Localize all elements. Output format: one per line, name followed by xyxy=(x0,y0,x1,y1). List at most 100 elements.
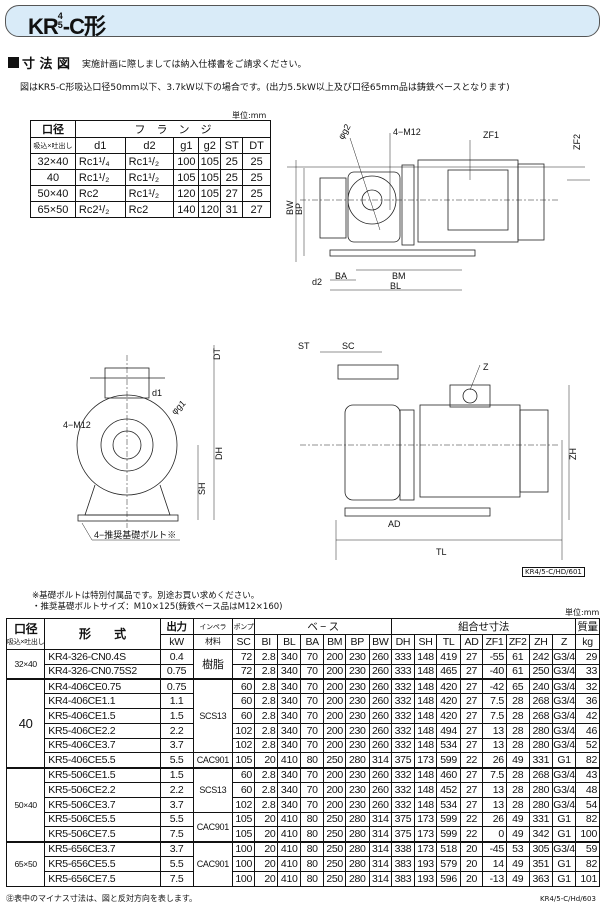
dim-cell: 410 xyxy=(277,826,302,843)
dim-cell: 2.8 xyxy=(253,737,279,754)
dim-cell: 28 xyxy=(505,722,530,739)
dim-cell: 200 xyxy=(323,663,346,680)
dim-cell: 280 xyxy=(528,781,554,798)
dim-cell: 2.8 xyxy=(253,796,279,813)
dim-cell: 20 xyxy=(459,870,484,887)
flange-cell: 27 xyxy=(220,185,244,202)
dim-cell: 2.8 xyxy=(253,678,279,695)
header-bp: BP xyxy=(345,634,370,650)
dim-cell: 20 xyxy=(253,826,279,843)
dim-cell: 242 xyxy=(528,648,554,665)
dim-cell: 13 xyxy=(482,796,507,813)
dim-cell: -13 xyxy=(482,870,507,887)
dim-cell: 49 xyxy=(505,811,530,828)
dim-cell: 28 xyxy=(505,796,530,813)
dim-cell: 332 xyxy=(391,781,415,798)
dim-cell: 230 xyxy=(345,648,370,665)
dim-cell: 314 xyxy=(368,855,393,872)
svg-text:d1: d1 xyxy=(152,388,162,398)
dim-cell: 332 xyxy=(391,707,415,724)
dim-cell: 268 xyxy=(528,767,554,783)
table-note: ㊟表中のマイナス寸法は、図と反対方向を表します。 xyxy=(6,894,198,903)
header-combination: 組合せ寸法 xyxy=(391,618,577,635)
section-title: 寸 法 図 xyxy=(8,53,70,72)
dim-cell: 27 xyxy=(459,737,484,754)
dim-cell: G3/4 xyxy=(552,722,577,739)
dim-cell: 148 xyxy=(413,796,438,813)
dim-cell: 20 xyxy=(253,841,279,857)
dim-cell: G3/4 xyxy=(552,781,577,798)
dim-cell: 49 xyxy=(505,826,530,843)
dim-cell: 102 xyxy=(232,722,255,739)
svg-text:BL: BL xyxy=(390,281,401,291)
dim-cell: 20 xyxy=(253,855,279,872)
dim-cell: 42 xyxy=(575,707,600,724)
header-bw: BW xyxy=(368,634,393,650)
dim-cell: 100 xyxy=(232,870,255,887)
svg-text:4−推奨基礎ボルト※: 4−推奨基礎ボルト※ xyxy=(94,529,176,540)
dim-cell: 20 xyxy=(253,811,279,828)
dim-cell: 240 xyxy=(528,678,554,695)
dim-cell: 26 xyxy=(482,811,507,828)
dim-cell: 48 xyxy=(575,781,600,798)
dim-cell: 494 xyxy=(436,722,461,739)
flange-cell: 25 xyxy=(220,169,244,186)
table-ref: KR4/5-C/Hd/603 xyxy=(540,895,596,903)
flange-cell: 105 xyxy=(198,153,222,170)
dim-cell: 250 xyxy=(323,870,346,887)
dim-cell: 338 xyxy=(391,841,415,857)
dim-cell: 13 xyxy=(482,722,507,739)
dim-cell: 260 xyxy=(368,678,393,695)
dim-cell: 102 xyxy=(232,796,255,813)
dim-cell: 82 xyxy=(575,811,600,828)
dim-cell: 27 xyxy=(459,693,484,709)
output-cell: 0.75 xyxy=(159,663,194,680)
dim-cell: 27 xyxy=(459,648,484,665)
dim-cell: 60 xyxy=(232,678,255,695)
model-cell: KR5-506CE2.2 xyxy=(44,781,161,798)
dim-cell: 49 xyxy=(505,752,530,769)
dim-cell: 36 xyxy=(575,693,600,709)
dim-cell: 70 xyxy=(300,707,325,724)
dim-cell: 340 xyxy=(277,707,302,724)
dim-cell: 340 xyxy=(277,693,302,709)
dim-cell: 332 xyxy=(391,678,415,695)
flange-col-dt: DT xyxy=(242,137,271,154)
dim-cell: 200 xyxy=(323,781,346,798)
dim-cell: 27 xyxy=(459,678,484,695)
dim-cell: 82 xyxy=(575,752,600,769)
svg-text:ST: ST xyxy=(298,341,310,351)
dim-cell: 148 xyxy=(413,707,438,724)
dim-cell: 230 xyxy=(345,737,370,754)
dim-cell: 579 xyxy=(436,855,461,872)
svg-text:BW: BW xyxy=(285,200,295,215)
dim-cell: 420 xyxy=(436,707,461,724)
dim-cell: 28 xyxy=(505,707,530,724)
dim-cell: 332 xyxy=(391,722,415,739)
dim-cell: 28 xyxy=(505,693,530,709)
svg-text:4−M12: 4−M12 xyxy=(393,127,421,137)
header-ba: BA xyxy=(300,634,325,650)
dim-cell: 100 xyxy=(232,855,255,872)
bore-cell: 40 xyxy=(5,678,46,769)
flange-cell: 105 xyxy=(198,185,222,202)
dim-cell: 200 xyxy=(323,737,346,754)
flange-cell: 120 xyxy=(198,201,222,218)
dim-cell: 80 xyxy=(300,811,325,828)
dim-cell: 72 xyxy=(232,663,255,680)
svg-text:DT: DT xyxy=(212,348,222,360)
dim-cell: 49 xyxy=(505,870,530,887)
flange-cell: 105 xyxy=(198,169,222,186)
dim-cell: 340 xyxy=(277,722,302,739)
